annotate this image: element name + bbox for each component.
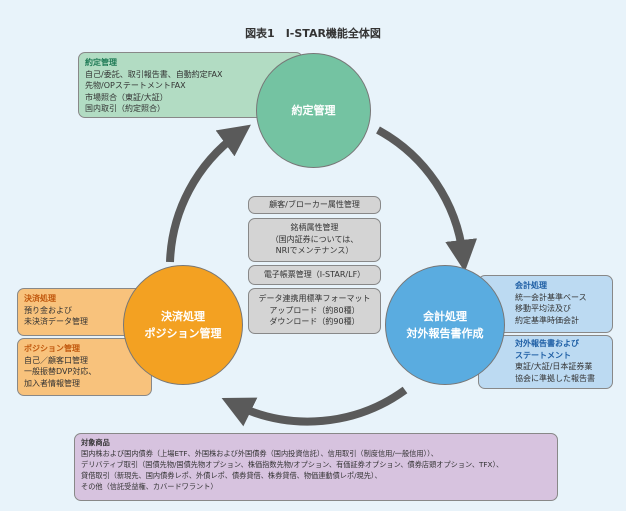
box-line: 自己／顧客口管理	[24, 355, 88, 365]
arrow-settlement-to-contract	[166, 124, 251, 263]
box-line: データ連携用標準フォーマット	[258, 294, 371, 303]
contract-circle: 約定管理	[256, 53, 371, 168]
figure-title: 図表1 I-STAR機能全体図	[245, 27, 381, 40]
box-line: 預り金および	[24, 305, 72, 315]
accounting-circle: 会計処理対外報告書作成	[385, 265, 505, 385]
box-line: 国内取引（約定照合）	[85, 104, 165, 113]
box-line: その他（信託受益権、カバードワラント）	[81, 482, 218, 491]
arrow-accounting-to-settlement	[221, 386, 408, 427]
box-line: アップロード（約80種）	[269, 305, 360, 315]
box-heading: ステートメント	[515, 350, 571, 360]
box-heading: 対外報告書および	[515, 339, 579, 348]
box-line: 東証/大証/日本証券業	[515, 362, 593, 371]
box-line: 未決済データ管理	[24, 317, 88, 326]
box-heading: 約定管理	[85, 58, 117, 67]
settlement-circle: 決済処理ポジション管理	[123, 265, 243, 385]
box-line: （国内証券については、	[270, 234, 359, 244]
box-line: 統一会計基準ベース	[515, 292, 587, 302]
box-line: NRIでメンテナンス）	[275, 246, 354, 255]
data-format-box: データ連携用標準フォーマット アップロード（約80種） ダウンロード（約90種）	[248, 288, 381, 334]
box-line: 貸借取引（新現先、国内債券レポ、外債レポ、債券貸借、株券貸借、物価連動債レポ/現…	[81, 471, 382, 480]
customer-attribute-box: 顧客/ブローカー属性管理	[248, 196, 381, 214]
box-line: 電子帳票管理（I-STAR/LF）	[263, 270, 366, 279]
box-line: 約定基準時価会計	[515, 315, 579, 325]
box-line: 自己/委託、取引報告書、自動約定FAX	[85, 69, 223, 79]
box-line: 市場照合（東証/大証）	[85, 92, 168, 102]
arrow-contract-to-accounting	[376, 126, 478, 272]
box-line: 国内株および国内債券（上場ETF、外国株および外国債券（国内投資信託）、信用取引…	[81, 449, 438, 458]
accounting-detail-box: 会計処理 統一会計基準ベース 移動平均法及び 約定基準時価会計	[478, 275, 613, 333]
box-line: ダウンロード（約90種）	[269, 317, 360, 326]
box-line: 銘柄属性管理	[290, 223, 339, 232]
box-heading: ポジション管理	[24, 344, 80, 353]
circle-label: 決済処理	[161, 310, 205, 323]
box-line: 一般振替DVP対応、	[24, 367, 97, 376]
box-line: 移動平均法及び	[515, 304, 571, 313]
box-heading: 会計処理	[515, 281, 547, 290]
e-report-box: 電子帳票管理（I-STAR/LF）	[248, 265, 381, 285]
circle-label: 対外報告書作成	[406, 327, 484, 340]
contract-detail-box: 約定管理 自己/委託、取引報告書、自動約定FAX 先物/OPステートメントFAX…	[78, 52, 303, 118]
circle-label: 会計処理	[423, 310, 467, 323]
circle-label: 約定管理	[291, 104, 336, 117]
circle-label: ポジション管理	[144, 327, 222, 340]
target-products-box: 対象商品 国内株および国内債券（上場ETF、外国株および外国債券（国内投資信託）…	[74, 433, 558, 501]
box-heading: 対象商品	[81, 438, 110, 447]
security-attribute-box: 銘柄属性管理 （国内証券については、 NRIでメンテナンス）	[248, 218, 381, 262]
box-line: デリバティブ取引（国債先物/国債先物オプション、株価指数先物/オプション、有価証…	[81, 460, 504, 469]
box-line: 先物/OPステートメントFAX	[85, 81, 186, 90]
box-heading: 決済処理	[24, 294, 56, 303]
box-line: 顧客/ブローカー属性管理	[269, 200, 360, 209]
box-line: 加入者情報管理	[24, 378, 80, 388]
box-line: 協会に準拠した報告書	[515, 373, 595, 383]
